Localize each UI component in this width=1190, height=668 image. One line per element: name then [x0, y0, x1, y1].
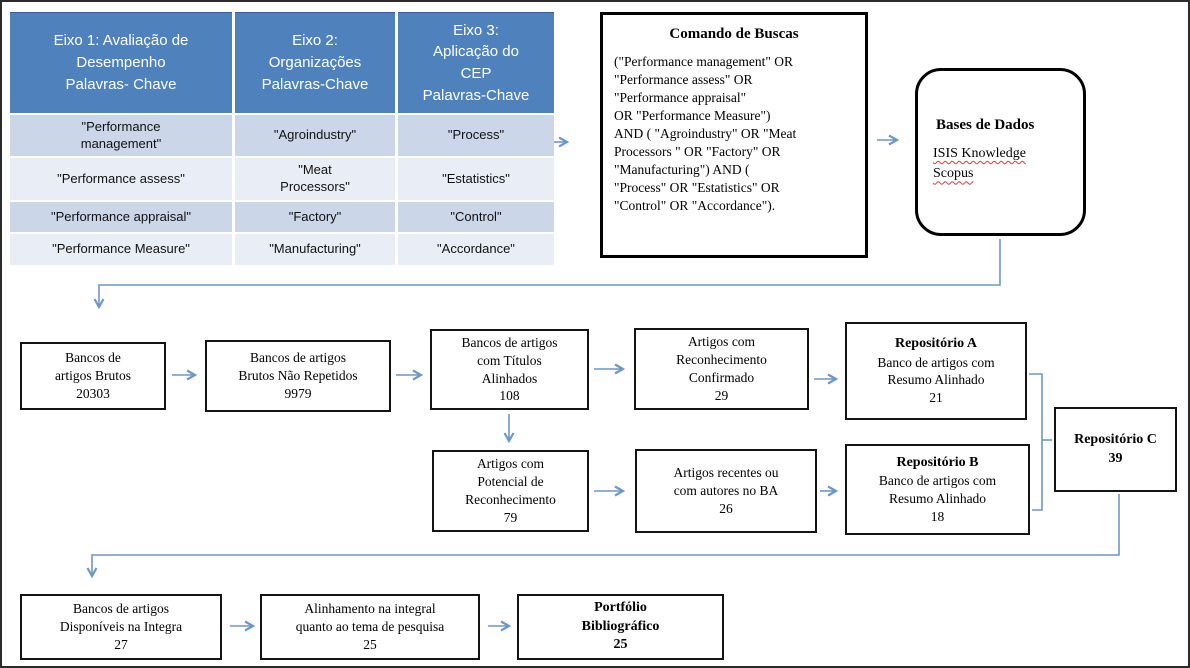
box-disponiveis-integra: Bancos de artigos Disponíveis na Integra… [20, 594, 222, 660]
box-text: Bancos de artigos Brutos Não Repetidos 9… [238, 350, 358, 401]
box-repositorio-a: Repositório A Banco de artigos com Resum… [845, 322, 1027, 420]
table-cell: "Meat Processors" [235, 158, 395, 200]
search-command-query: ("Performance management" OR "Performanc… [614, 54, 797, 213]
box-text: 39 [1108, 450, 1123, 466]
box-text: Artigos com Potencial de Reconhecimento … [465, 456, 556, 525]
table-cell: "Process" [398, 115, 554, 156]
databases-box: Bases de Dados ISIS Knowledge Scopus [915, 68, 1086, 236]
table-cell: "Accordance" [398, 234, 554, 265]
database-item: Scopus [933, 166, 974, 182]
table-header-eixo3: Eixo 3: Aplicação do CEP Palavras-Chave [398, 12, 554, 113]
box-titulos-alinhados: Bancos de artigos com Títulos Alinhados … [430, 329, 589, 410]
box-text: Artigos recentes ou com autores no BA 26 [673, 465, 779, 516]
box-potencial-reconhecimento: Artigos com Potencial de Reconhecimento … [432, 450, 589, 532]
databases-list: ISIS Knowledge Scopus [933, 144, 1083, 185]
box-title: Repositório B [896, 454, 979, 470]
table-header-eixo1: Eixo 1: Avaliação de Desempenho Palavras… [10, 12, 232, 113]
table-cell: "Estatistics" [398, 158, 554, 200]
box-text: Bancos de artigos Brutos 20303 [54, 350, 132, 401]
keywords-table: Eixo 1: Avaliação de Desempenho Palavras… [10, 12, 554, 265]
box-text: Bancos de artigos com Títulos Alinhados … [461, 334, 558, 404]
table-cell: "Manufacturing" [235, 234, 395, 265]
box-title: Repositório C [1074, 432, 1157, 448]
bracket-repoab-to-repoc [1029, 373, 1043, 511]
box-alinhamento-integral: Alinhamento na integral quanto ao tema d… [260, 594, 480, 660]
databases-title: Bases de Dados [936, 117, 1035, 133]
box-brutos-nao-repetidos: Bancos de artigos Brutos Não Repetidos 9… [205, 340, 391, 412]
box-repositorio-b: Repositório B Banco de artigos com Resum… [845, 444, 1030, 535]
box-portfolio-bibliografico: Portfólio Bibliográfico 25 [517, 594, 724, 660]
box-title: Portfólio Bibliográfico [581, 600, 660, 634]
box-artigos-recentes-ba: Artigos recentes ou com autores no BA 26 [635, 449, 817, 533]
box-text: Artigos com Reconhecimento Confirmado 29 [676, 334, 767, 403]
box-reconhecimento-confirmado: Artigos com Reconhecimento Confirmado 29 [634, 328, 809, 410]
box-text: Banco de artigos com Resumo Alinhado 21 [877, 354, 995, 406]
table-header-eixo2: Eixo 2: Organizações Palavras-Chave [235, 12, 395, 113]
box-text: 25 [613, 637, 628, 653]
table-cell: "Performance assess" [10, 158, 232, 200]
database-item: ISIS Knowledge [933, 146, 1026, 161]
box-text: Bancos de artigos Disponíveis na Integra… [59, 601, 183, 652]
table-cell: "Agroindustry" [235, 115, 395, 156]
search-command-box: Comando de Buscas ("Performance manageme… [600, 12, 868, 258]
box-bancos-artigos-brutos: Bancos de artigos Brutos 20303 [20, 342, 166, 410]
table-cell: "Factory" [235, 202, 395, 232]
box-repositorio-c: Repositório C 39 [1054, 407, 1177, 492]
table-cell: "Performance Measure" [10, 234, 232, 265]
box-text: Alinhamento na integral quanto ao tema d… [295, 601, 445, 652]
table-cell: "Performance appraisal" [10, 202, 232, 232]
box-title: Repositório A [894, 336, 978, 352]
box-text: Banco de artigos com Resumo Alinhado 18 [878, 473, 997, 524]
table-cell: "Performance management" [10, 115, 232, 156]
search-command-title: Comando de Buscas [669, 26, 799, 42]
table-cell: "Control" [398, 202, 554, 232]
